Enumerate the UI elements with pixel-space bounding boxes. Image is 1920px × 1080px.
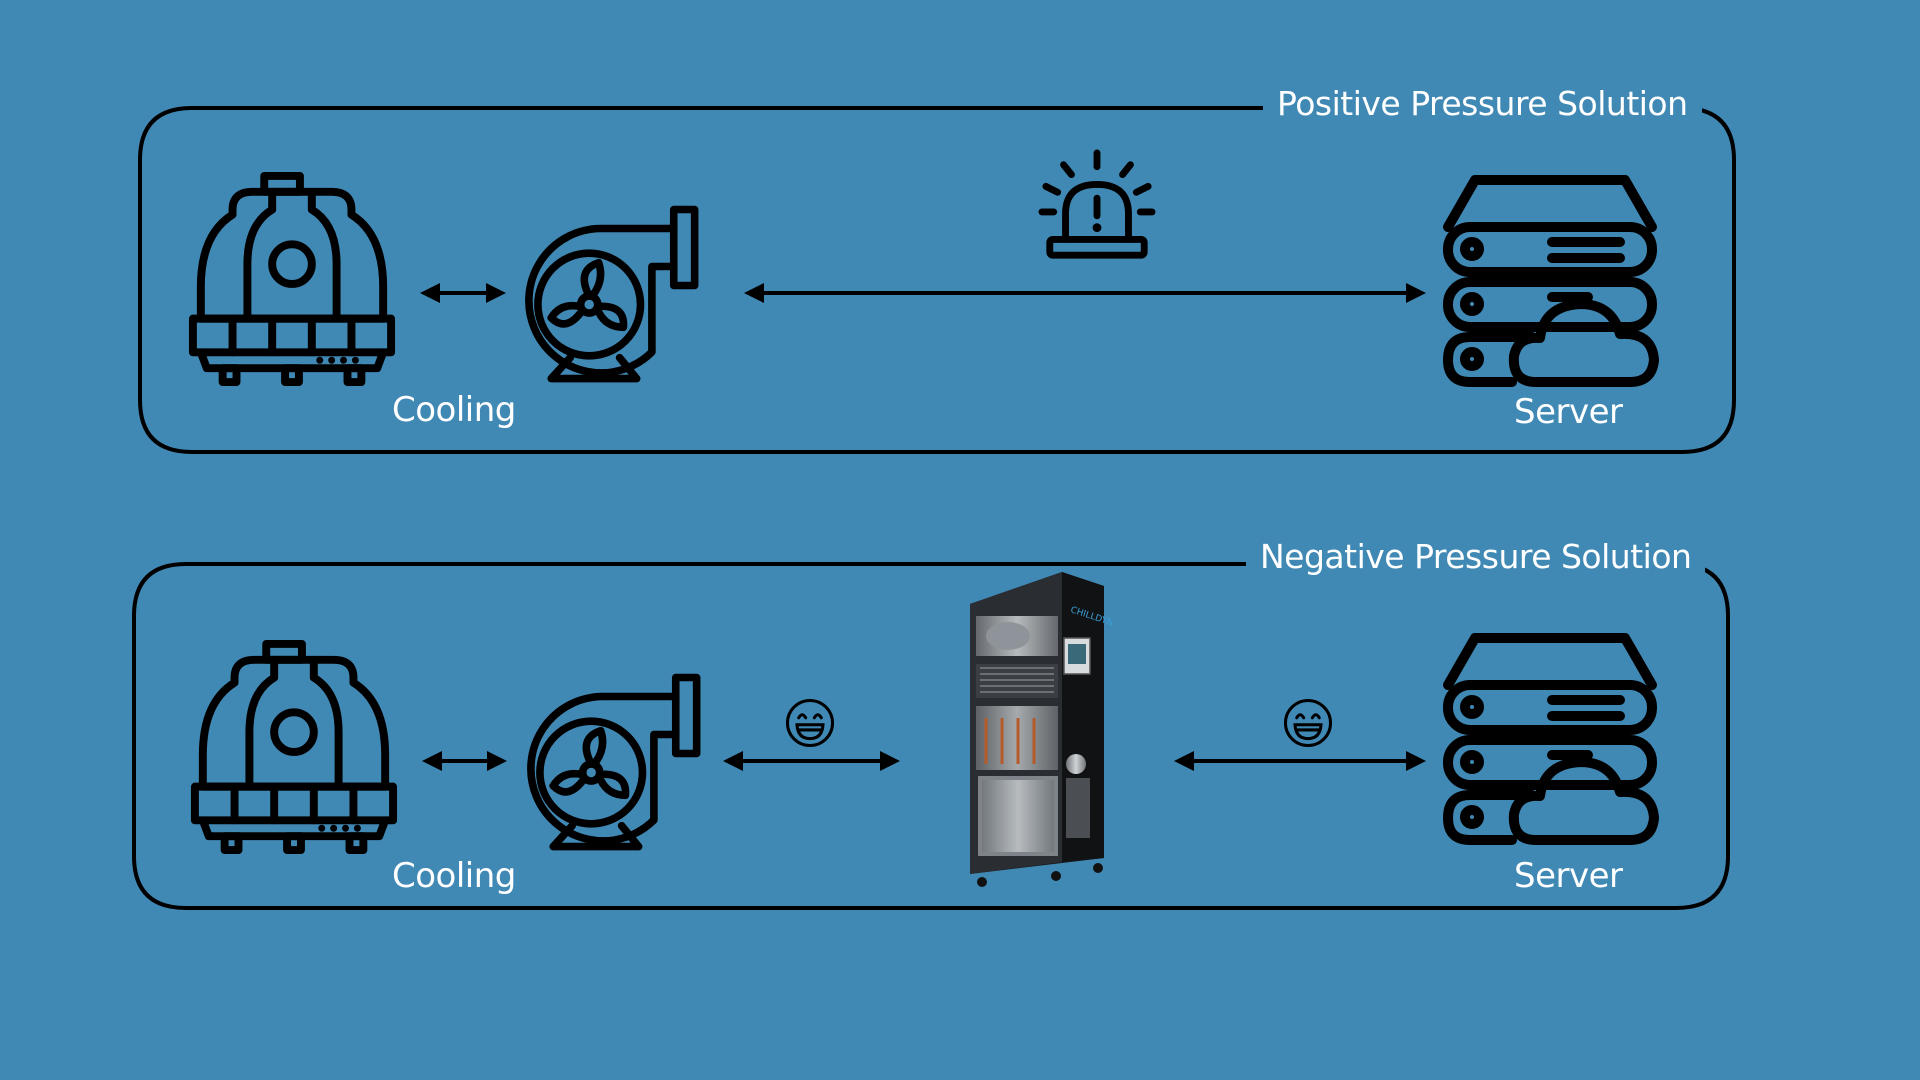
centrifugal-fan-icon (514, 668, 714, 858)
cooling-label: Cooling (392, 390, 516, 430)
server-label: Server (1514, 856, 1623, 896)
negative-panel-title: Negative Pressure Solution (1246, 537, 1706, 577)
alarm-siren-icon (1038, 146, 1156, 270)
smiley-icon (1282, 697, 1334, 749)
server-label: Server (1514, 392, 1623, 432)
server-cloud-icon (1440, 170, 1660, 394)
chiller-unit-image: CHILLDYNE (970, 572, 1112, 887)
smiley-icon (784, 697, 836, 749)
positive-panel-title: Positive Pressure Solution (1263, 84, 1702, 124)
server-cloud-icon (1440, 628, 1660, 852)
cooling-label: Cooling (392, 856, 516, 896)
cooling-tower-icon (188, 638, 400, 856)
negative-panel-frame (132, 562, 1730, 910)
positive-panel-frame (138, 106, 1736, 454)
centrifugal-fan-icon (512, 200, 712, 390)
cooling-tower-icon (186, 170, 398, 388)
